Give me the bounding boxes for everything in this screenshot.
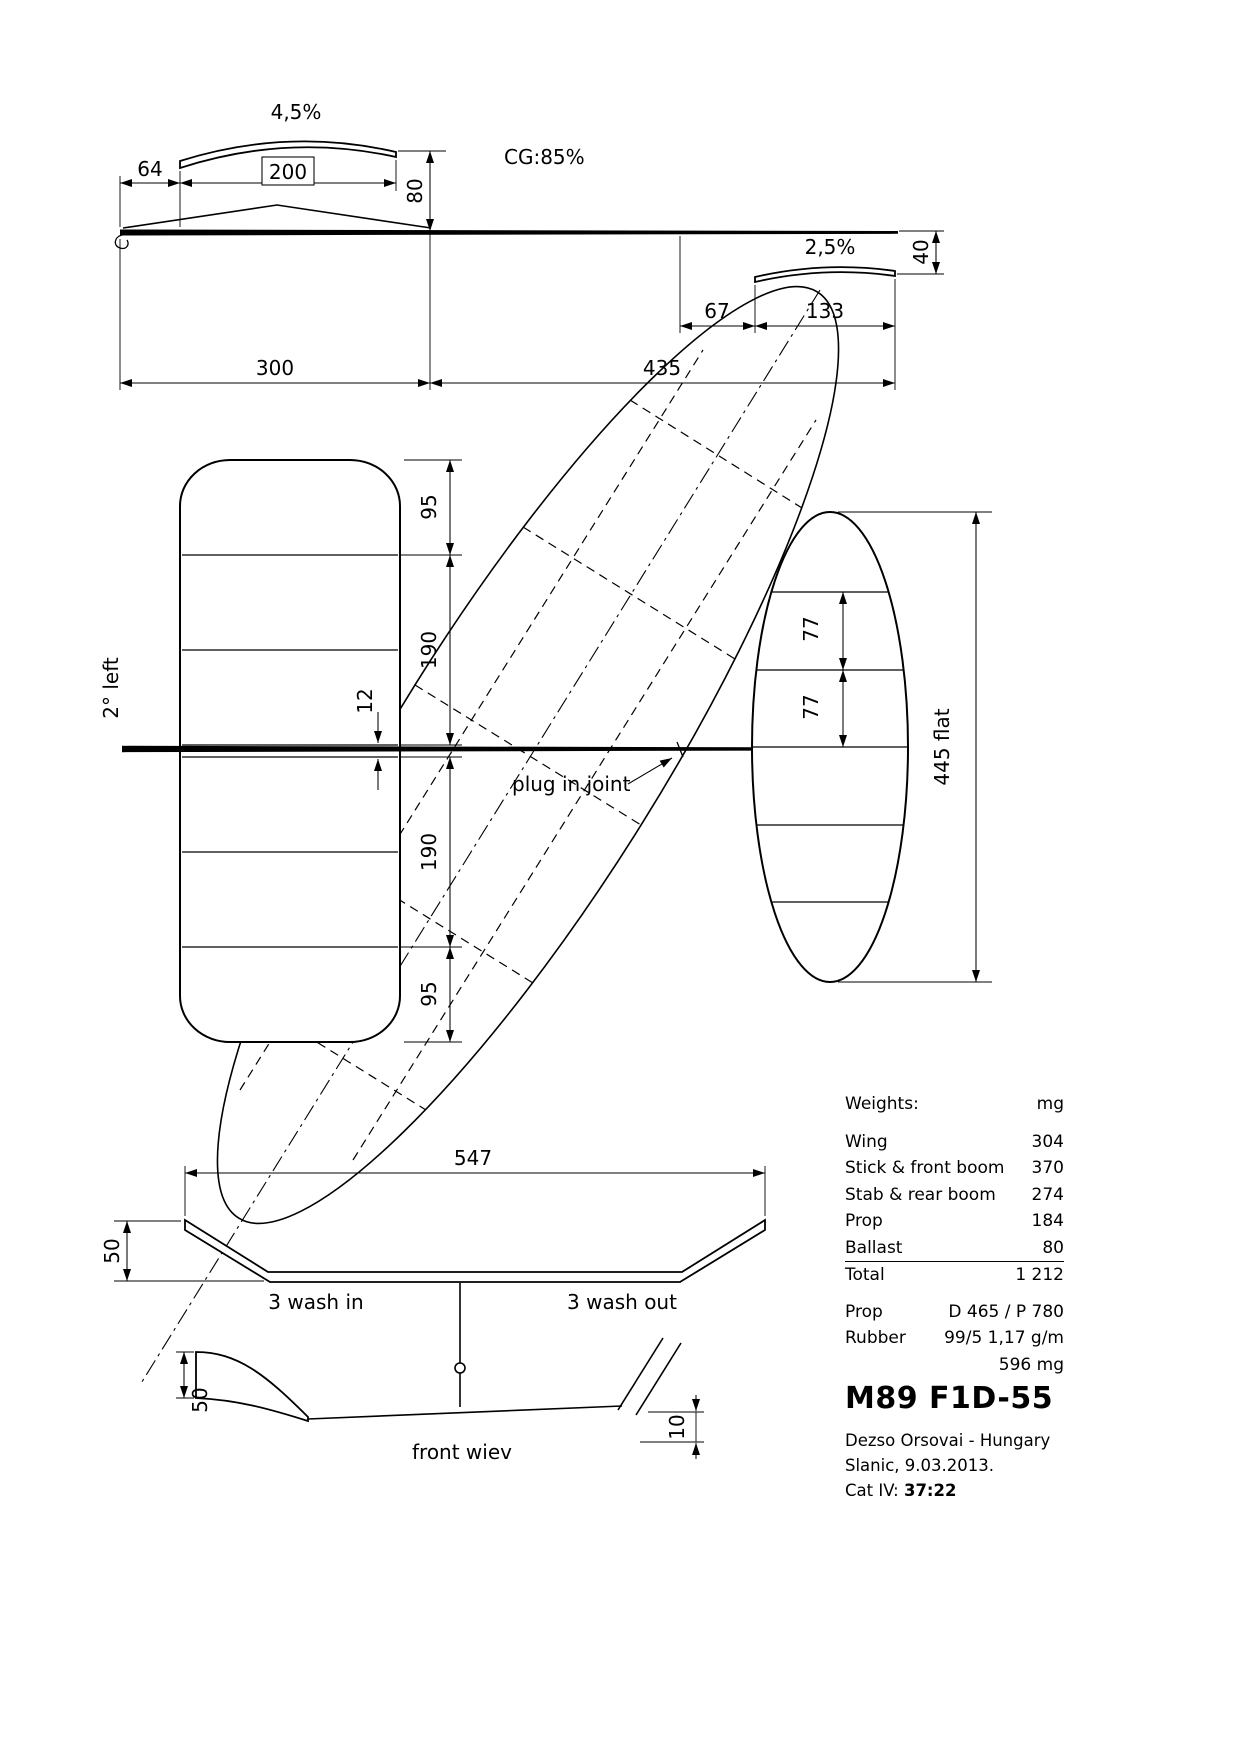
motor-stick-side — [120, 229, 898, 236]
dim-stab-drop: 40 — [909, 239, 933, 264]
prop-blade-edge — [239, 349, 704, 1091]
weight-row-stab: Stab & rear boom 274 — [845, 1182, 1064, 1209]
weight-row-total: Total 1 212 — [845, 1262, 1064, 1289]
rubber-spec-label: Rubber — [845, 1328, 906, 1348]
plug-joint-label: plug in joint — [512, 772, 631, 796]
place-date-line: Slanic, 9.03.2013. — [845, 1456, 994, 1475]
weight-label: Total — [845, 1265, 885, 1285]
stick-section-circle — [454, 1362, 466, 1374]
dim-center-section: 12 — [353, 688, 377, 713]
prop-axis-centerline — [139, 289, 821, 1386]
top-view: 2° left 95 190 190 95 12 plug in joint 7… — [99, 285, 992, 1386]
rubber-spec-value: 99/5 1,17 g/m — [944, 1328, 1064, 1348]
prop-spec-label: Prop — [845, 1301, 883, 1322]
prop-blade-chord — [522, 526, 736, 660]
dim-stab-tilt: 10 — [665, 1414, 689, 1439]
wing-incidence-label: 2° left — [99, 657, 123, 719]
boxed-dimension-frame — [261, 156, 315, 186]
rubber-weight-row: 596 mg — [845, 1352, 1064, 1379]
prop-hook — [114, 234, 129, 250]
stab-airfoil-section — [754, 266, 896, 284]
prop-blade-front — [195, 1351, 309, 1423]
weight-value: 1 212 — [1015, 1265, 1064, 1285]
dim-tip-panel-bottom: 95 — [417, 981, 441, 1006]
dim-mid-panel-bottom: 190 — [417, 833, 441, 871]
dim-boom-joint: 67 — [704, 299, 729, 323]
wing-front-outline — [184, 1218, 766, 1283]
side-view: 64 200 4,5% CG:85% 80 2,5% 40 67 133 300… — [114, 100, 944, 390]
model-title: M89 F1D-55 — [845, 1381, 1054, 1416]
cg-label: CG:85% — [504, 145, 585, 169]
category-label: Cat IV: — [845, 1481, 904, 1500]
weight-row-wing: Wing 304 — [845, 1129, 1064, 1156]
category-time: 37:22 — [903, 1481, 957, 1500]
weight-value: 80 — [1042, 1237, 1064, 1258]
wing-camber-label: 4,5% — [271, 100, 322, 124]
dim-blade-width: 50 — [188, 1387, 212, 1412]
weight-label: Wing — [845, 1131, 888, 1152]
weights-title: Weights: — [845, 1094, 919, 1114]
dim-wing-height: 80 — [403, 178, 427, 203]
category-line: Cat IV: 37:22 — [845, 1478, 1064, 1503]
dim-nose-length: 64 — [137, 157, 162, 181]
prop-disc-outline — [216, 285, 840, 1225]
dihedral-outline — [122, 204, 432, 229]
rubber-weight-value: 596 mg — [998, 1354, 1064, 1375]
boom-front — [307, 1405, 623, 1420]
weight-row-stick: Stick & front boom 370 — [845, 1155, 1064, 1182]
weight-row-ballast: Ballast 80 — [845, 1235, 1064, 1262]
weight-row-prop: Prop 184 — [845, 1208, 1064, 1235]
plug-joint-mark — [676, 741, 684, 758]
weight-label: Stick & front boom — [845, 1158, 1005, 1178]
weights-header: Weights: mg — [845, 1091, 1064, 1118]
dim-mid-panel-top: 190 — [417, 631, 441, 669]
weight-label: Prop — [845, 1211, 883, 1231]
motor-stick-top — [122, 745, 906, 753]
dim-stab-span: 445 flat — [930, 708, 954, 785]
prop-spec-value: D 465 / P 780 — [948, 1301, 1064, 1322]
stab-front-line — [617, 1337, 664, 1411]
wing-airfoil-section — [179, 140, 397, 170]
weight-label: Stab & rear boom — [845, 1184, 996, 1205]
weight-value: 370 — [1031, 1158, 1064, 1178]
weight-value: 304 — [1031, 1131, 1064, 1152]
dim-front-length: 300 — [256, 356, 294, 380]
designer-line: Dezso Orsovai - Hungary — [845, 1431, 1051, 1450]
dim-dihedral: 50 — [100, 1238, 124, 1263]
prop-blade-edge — [352, 419, 817, 1161]
prop-blade-chord — [629, 399, 803, 509]
wash-out-label: 3 wash out — [567, 1290, 677, 1314]
weights-unit: mg — [1036, 1094, 1064, 1114]
rubber-spec-row: Rubber 99/5 1,17 g/m — [845, 1325, 1064, 1352]
weights-panel: Weights: mg Wing 304 Stick & front boom … — [845, 1091, 1064, 1503]
plug-joint-leader — [627, 757, 673, 785]
weight-value: 184 — [1031, 1211, 1064, 1231]
prop-spec-row: Prop D 465 / P 780 — [845, 1299, 1064, 1326]
dim-tip-panel-top: 95 — [417, 494, 441, 519]
weight-label: Ballast — [845, 1237, 903, 1258]
prop-blade-chord — [320, 850, 534, 984]
dim-wing-chord: 200 — [269, 160, 307, 184]
stab-front-line — [635, 1342, 682, 1416]
dim-stab-panel-upper: 77 — [799, 616, 823, 641]
dim-stab-panel-lower: 77 — [799, 694, 823, 719]
wash-in-label: 3 wash in — [268, 1290, 363, 1314]
front-view-caption: front wiev — [412, 1440, 512, 1464]
weight-value: 274 — [1031, 1184, 1064, 1205]
front-view: 547 50 3 wash in 3 wash out 50 10 front … — [100, 1146, 766, 1464]
dim-wing-span: 547 — [454, 1146, 492, 1170]
stab-camber-label: 2,5% — [805, 235, 856, 259]
